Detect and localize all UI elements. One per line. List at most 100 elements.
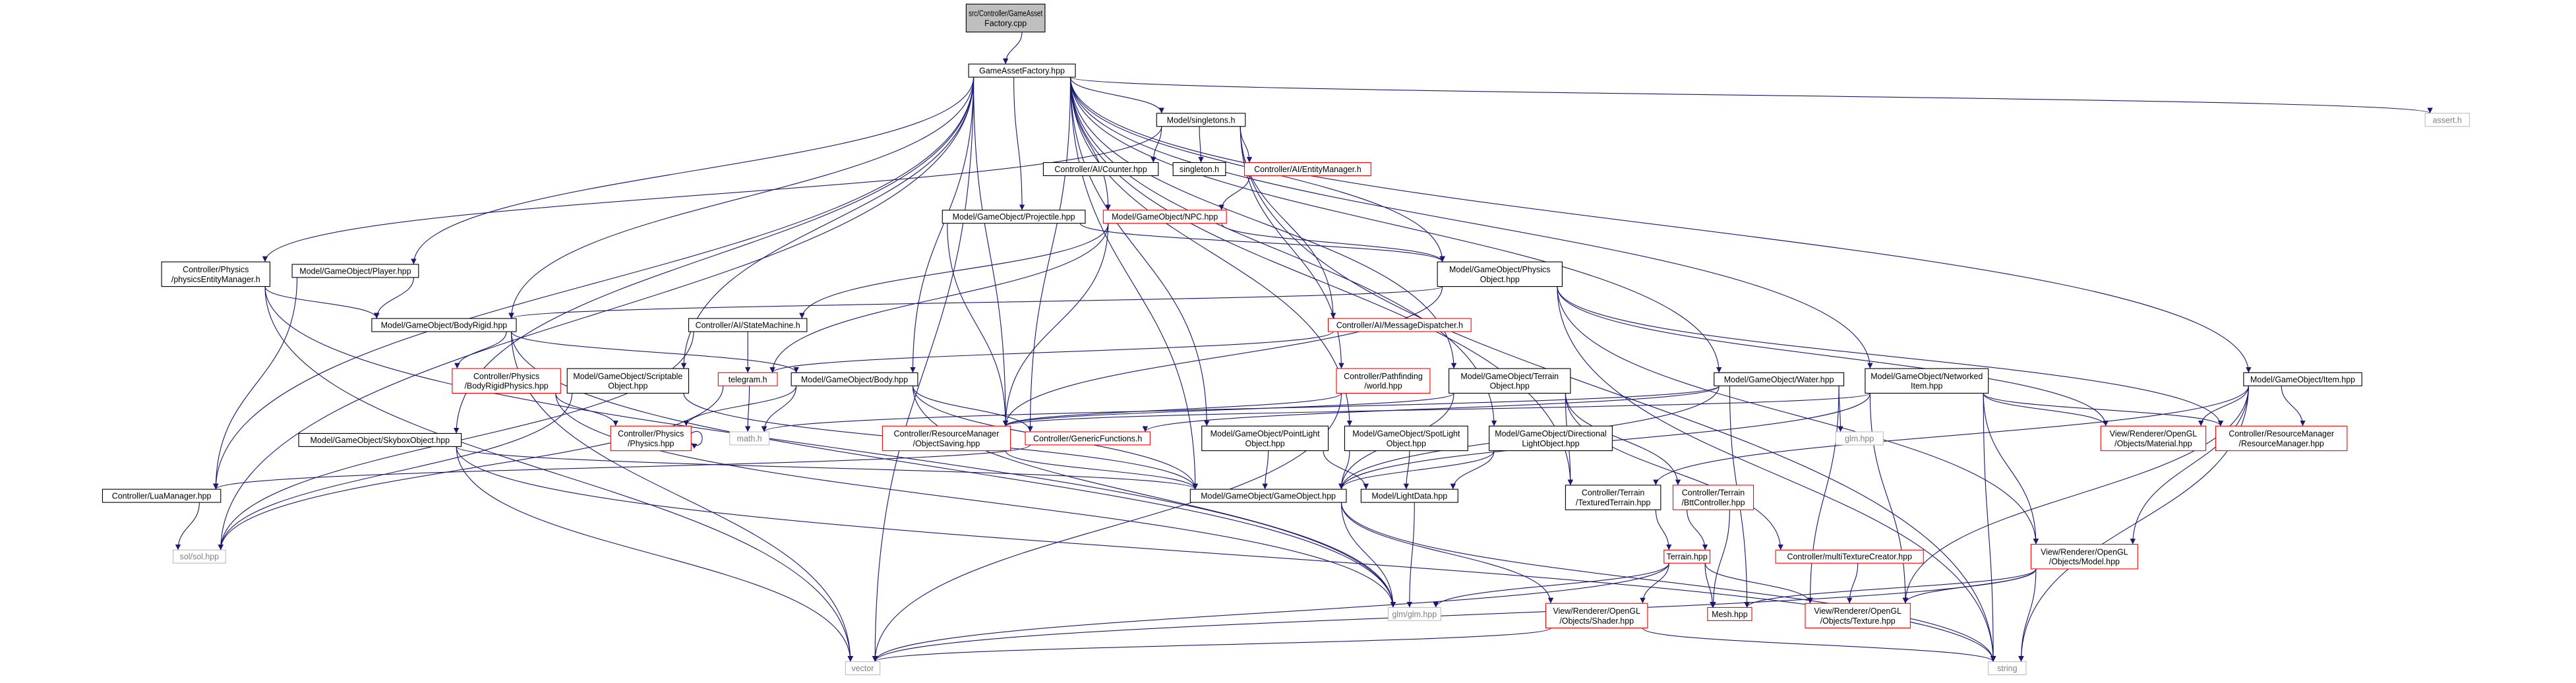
node-label[interactable]: Terrain.hpp: [1667, 552, 1708, 562]
node-box[interactable]: [291, 264, 419, 278]
node-box[interactable]: [102, 489, 222, 503]
node-multitexturecreator-hpp[interactable]: Controller/multiTextureCreator.hpp: [1775, 549, 1924, 564]
node-label[interactable]: GameAssetFactory.hpp: [979, 67, 1065, 76]
node-label[interactable]: Item.hpp: [1911, 382, 1942, 391]
node-lightdata-hpp[interactable]: Model/LightData.hpp: [1360, 489, 1458, 503]
node-label[interactable]: /BodyRigidPhysics.hpp: [464, 382, 548, 391]
node-singletons-h[interactable]: Model/singletons.h: [1156, 113, 1246, 127]
node-label[interactable]: Controller/ResourceManager: [2229, 429, 2334, 438]
node-label[interactable]: /BttController.hpp: [1681, 498, 1745, 508]
node-box[interactable]: [1565, 485, 1662, 510]
node-label[interactable]: Controller/Physics: [183, 265, 249, 274]
node-box[interactable]: [371, 318, 517, 332]
node-statemachine-h[interactable]: Controller/AI/StateMachine.h: [688, 318, 808, 332]
node-box[interactable]: [2215, 425, 2348, 452]
node-terrain-hpp[interactable]: Terrain.hpp: [1663, 549, 1711, 564]
node-skyboxobject-hpp[interactable]: Model/GameObject/SkyboxObject.hpp: [298, 432, 462, 447]
node-gameassetfactory-hpp[interactable]: GameAssetFactory.hpp: [968, 63, 1076, 78]
node-box[interactable]: [1707, 607, 1752, 621]
node-bodyrigidphysics-hpp[interactable]: Controller/Physics/BodyRigidPhysics.hpp: [452, 368, 561, 394]
node-box[interactable]: [1663, 549, 1711, 564]
node-texturedterrain-hpp[interactable]: Controller/Terrain/TexturedTerrain.hpp: [1565, 485, 1662, 510]
node-label[interactable]: Mesh.hpp: [1712, 610, 1748, 619]
node-label[interactable]: Controller/Physics: [618, 429, 684, 438]
node-box[interactable]: [1865, 368, 1989, 394]
node-box[interactable]: [942, 210, 1086, 224]
node-body-hpp[interactable]: Model/GameObject/Body.hpp: [791, 372, 918, 386]
node-box[interactable]: [1172, 162, 1226, 177]
node-label[interactable]: /ResourceManager.hpp: [2239, 439, 2324, 448]
node-label[interactable]: Object.hpp: [1387, 439, 1426, 448]
node-box[interactable]: [1336, 368, 1431, 394]
node-player-hpp[interactable]: Model/GameObject/Player.hpp: [291, 264, 419, 278]
node-label[interactable]: /ObjectSaving.hpp: [913, 439, 980, 448]
node-label[interactable]: Model/GameObject/Networked: [1871, 372, 1983, 381]
node-label[interactable]: Model/GameObject/Directional: [1495, 429, 1606, 438]
node-model-hpp[interactable]: View/Renderer/OpenGL/Objects/Model.hpp: [2030, 544, 2138, 570]
node-shader-hpp[interactable]: View/Renderer/OpenGL/Objects/Shader.hpp: [1545, 603, 1648, 629]
node-label[interactable]: Model/GameObject/Water.hpp: [1724, 375, 1834, 384]
node-box[interactable]: [1805, 603, 1911, 629]
node-label[interactable]: Controller/Pathfinding: [1344, 372, 1423, 381]
node-material-hpp[interactable]: View/Renderer/OpenGL/Objects/Material.hp…: [2100, 425, 2207, 452]
node-label[interactable]: Controller/Terrain: [1582, 489, 1644, 498]
node-physics-hpp[interactable]: Controller/Physics/Physics.hpp: [610, 425, 692, 452]
node-label[interactable]: telegram.h: [729, 375, 767, 384]
node-label[interactable]: Model/GameObject/Player.hpp: [299, 266, 411, 276]
node-label[interactable]: Model/GameObject/BodyRigid.hpp: [381, 321, 508, 330]
node-label[interactable]: Controller/ResourceManager: [894, 429, 1000, 438]
node-box[interactable]: [1102, 210, 1227, 224]
node-label[interactable]: /Objects/Model.hpp: [2049, 557, 2120, 566]
node-label[interactable]: Model/GameObject/Projectile.hpp: [953, 212, 1075, 222]
node-box[interactable]: [1489, 425, 1613, 452]
node-box[interactable]: [1201, 425, 1329, 452]
node-directionallightobject-hpp[interactable]: Model/GameObject/DirectionalLightObject.…: [1489, 425, 1613, 452]
node-label[interactable]: Model/GameObject/Physics: [1449, 265, 1550, 274]
node-box[interactable]: [2100, 425, 2207, 452]
node-box[interactable]: [968, 63, 1076, 78]
node-label[interactable]: Object.hpp: [1480, 275, 1520, 284]
node-box[interactable]: [1360, 489, 1458, 503]
node-label[interactable]: Model/LightData.hpp: [1371, 492, 1447, 501]
node-box[interactable]: [1344, 425, 1468, 452]
node-label[interactable]: View/Renderer/OpenGL: [1553, 607, 1640, 616]
node-telegram-h[interactable]: telegram.h: [717, 372, 778, 386]
node-box[interactable]: [1437, 261, 1563, 287]
node-box[interactable]: [688, 318, 808, 332]
node-box[interactable]: [1189, 489, 1347, 503]
node-label[interactable]: /world.hpp: [1364, 382, 1402, 391]
node-box[interactable]: [161, 261, 271, 287]
node-label[interactable]: View/Renderer/OpenGL: [2041, 547, 2128, 556]
node-label[interactable]: Controller/Physics: [473, 372, 539, 381]
node-label[interactable]: Model/GameObject/Item.hpp: [2250, 375, 2355, 384]
node-mesh-hpp[interactable]: Mesh.hpp: [1707, 607, 1752, 621]
node-box[interactable]: [1042, 162, 1159, 177]
node-label[interactable]: Controller/AI/MessageDispatcher.h: [1336, 321, 1463, 330]
node-box[interactable]: [1327, 318, 1472, 332]
node-box[interactable]: [566, 368, 690, 394]
node-label[interactable]: Controller/Terrain: [1682, 489, 1745, 498]
node-label[interactable]: Controller/LuaManager.hpp: [112, 492, 212, 501]
node-label[interactable]: Object.hpp: [1490, 382, 1530, 391]
node-box[interactable]: [791, 372, 918, 386]
node-label[interactable]: View/Renderer/OpenGL: [2110, 429, 2198, 438]
node-box[interactable]: [1025, 431, 1151, 446]
node-box[interactable]: [452, 368, 561, 394]
node-bodyrigid-hpp[interactable]: Model/GameObject/BodyRigid.hpp: [371, 318, 517, 332]
node-label[interactable]: /Physics.hpp: [628, 439, 674, 448]
node-label[interactable]: Model/GameObject/Terrain: [1460, 372, 1559, 381]
node-box[interactable]: [2030, 544, 2138, 570]
node-label[interactable]: Controller/multiTextureCreator.hpp: [1787, 552, 1912, 562]
node-item-hpp[interactable]: Model/GameObject/Item.hpp: [2243, 372, 2362, 386]
node-label[interactable]: Model/GameObject/SpotLight: [1352, 429, 1460, 438]
node-box[interactable]: [882, 425, 1011, 452]
node-label[interactable]: Controller/AI/EntityManager.h: [1254, 165, 1362, 174]
node-box[interactable]: [1775, 549, 1924, 564]
node-physicsentitymanager-h[interactable]: Controller/Physics/physicsEntityManager.…: [161, 261, 271, 287]
node-box[interactable]: [1156, 113, 1246, 127]
node-label[interactable]: Model/GameObject/Body.hpp: [801, 375, 908, 384]
